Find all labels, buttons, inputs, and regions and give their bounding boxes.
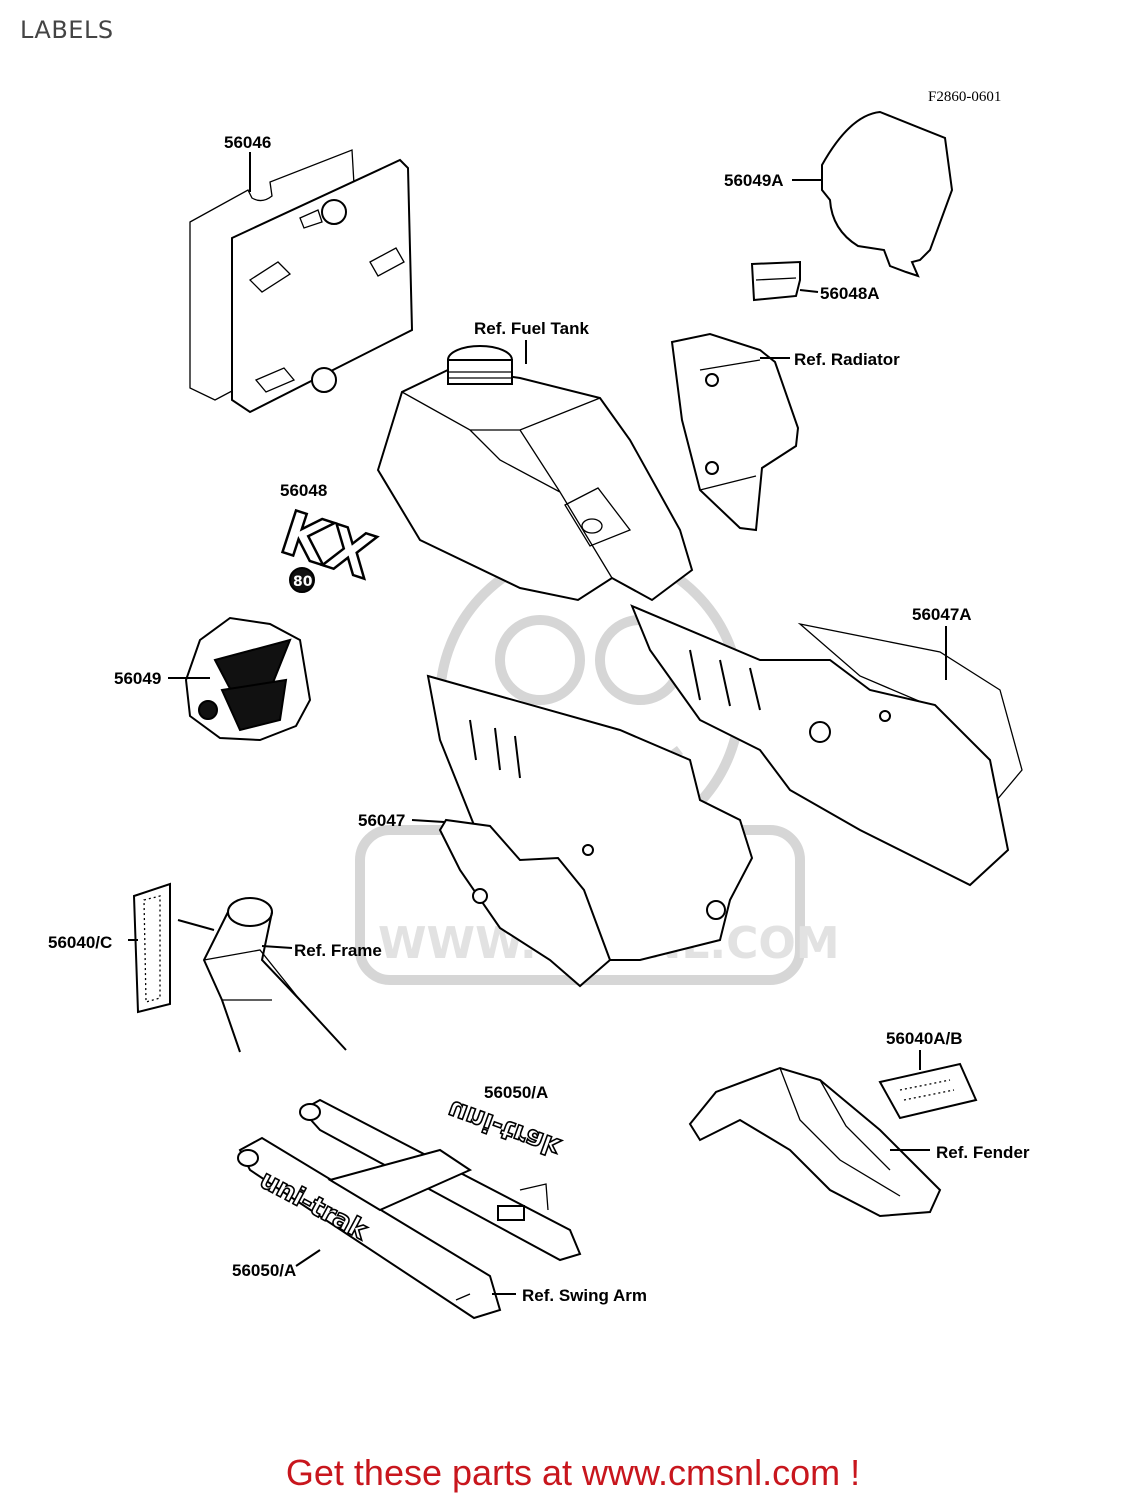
leader-frame: [261, 945, 293, 949]
radiator-shroud: [670, 332, 800, 532]
kx-decal-sub: 80: [293, 574, 313, 590]
figure-code: F2860-0601: [928, 89, 1001, 105]
leader-56048A: [799, 289, 819, 293]
rear-fender: [688, 1066, 942, 1218]
label-56048A: 56048A: [820, 284, 880, 303]
label-fuel-tank: Ref. Fuel Tank: [474, 319, 589, 338]
fender-label-56040AB: [878, 1062, 978, 1120]
label-56047A: 56047A: [912, 605, 972, 624]
unitrak-decal-top: uni-trak: [444, 1094, 565, 1162]
leader-56050A-bottom: [295, 1249, 321, 1267]
number-plate-56046: [189, 149, 414, 414]
label-56049: 56049: [114, 669, 161, 688]
side-cover-56047: [426, 674, 754, 988]
footer-link[interactable]: Get these parts at www.cmsnl.com !: [285, 1452, 861, 1493]
kx-decal-text: KX: [273, 498, 383, 593]
fuel-tank: [376, 345, 694, 602]
parts-diagram: WWW.CMSNL.COM F2860-0601 56046 56049A 56…: [48, 89, 1030, 1320]
label-56050A-bottom: 56050/A: [232, 1261, 296, 1280]
label-56040AB: 56040A/B: [886, 1029, 963, 1048]
label-56049A-shape: [821, 110, 954, 278]
label-fender: Ref. Fender: [936, 1143, 1030, 1162]
label-56048: 56048: [280, 481, 327, 500]
leader-frame-reflector: [177, 919, 215, 931]
page-title: LABELS: [20, 16, 114, 44]
kx-round-decal-56049: [184, 616, 312, 742]
side-cover-56047A: [630, 604, 1023, 887]
leader-56047: [411, 819, 445, 823]
decal-56048A-shape: [750, 260, 801, 302]
swing-arm: [237, 1098, 582, 1320]
label-56049A: 56049A: [724, 171, 784, 190]
label-swing-arm: Ref. Swing Arm: [522, 1286, 647, 1305]
reflector-56040C: [132, 882, 171, 1014]
kx-decal-56048: KX 80: [271, 497, 383, 595]
label-radiator: Ref. Radiator: [794, 350, 900, 369]
label-frame: Ref. Frame: [294, 941, 382, 960]
label-56040C: 56040/C: [48, 933, 112, 952]
label-56050A-top: 56050/A: [484, 1083, 548, 1102]
label-56046: 56046: [224, 133, 271, 152]
label-56047: 56047: [358, 811, 405, 830]
frame: [202, 897, 347, 1053]
